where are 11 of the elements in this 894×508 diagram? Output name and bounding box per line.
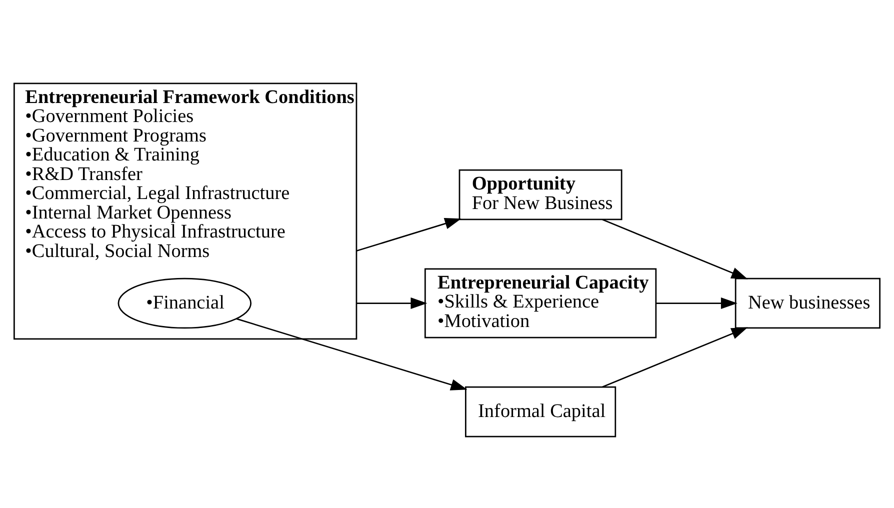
arrow xyxy=(356,296,428,309)
arrow xyxy=(236,318,468,390)
arrow xyxy=(656,296,738,309)
arrow xyxy=(602,218,748,279)
node-box: Informal Capital xyxy=(464,386,616,437)
arrow xyxy=(602,326,748,388)
node-box: Opportunity For New Business xyxy=(458,168,622,220)
arrow xyxy=(356,218,462,252)
node-ellipse: •Financial xyxy=(118,277,252,328)
node-box: Entrepreneurial Capacity •Skills & Experience •Motivation xyxy=(424,268,657,338)
node-box: New businesses xyxy=(734,277,881,328)
